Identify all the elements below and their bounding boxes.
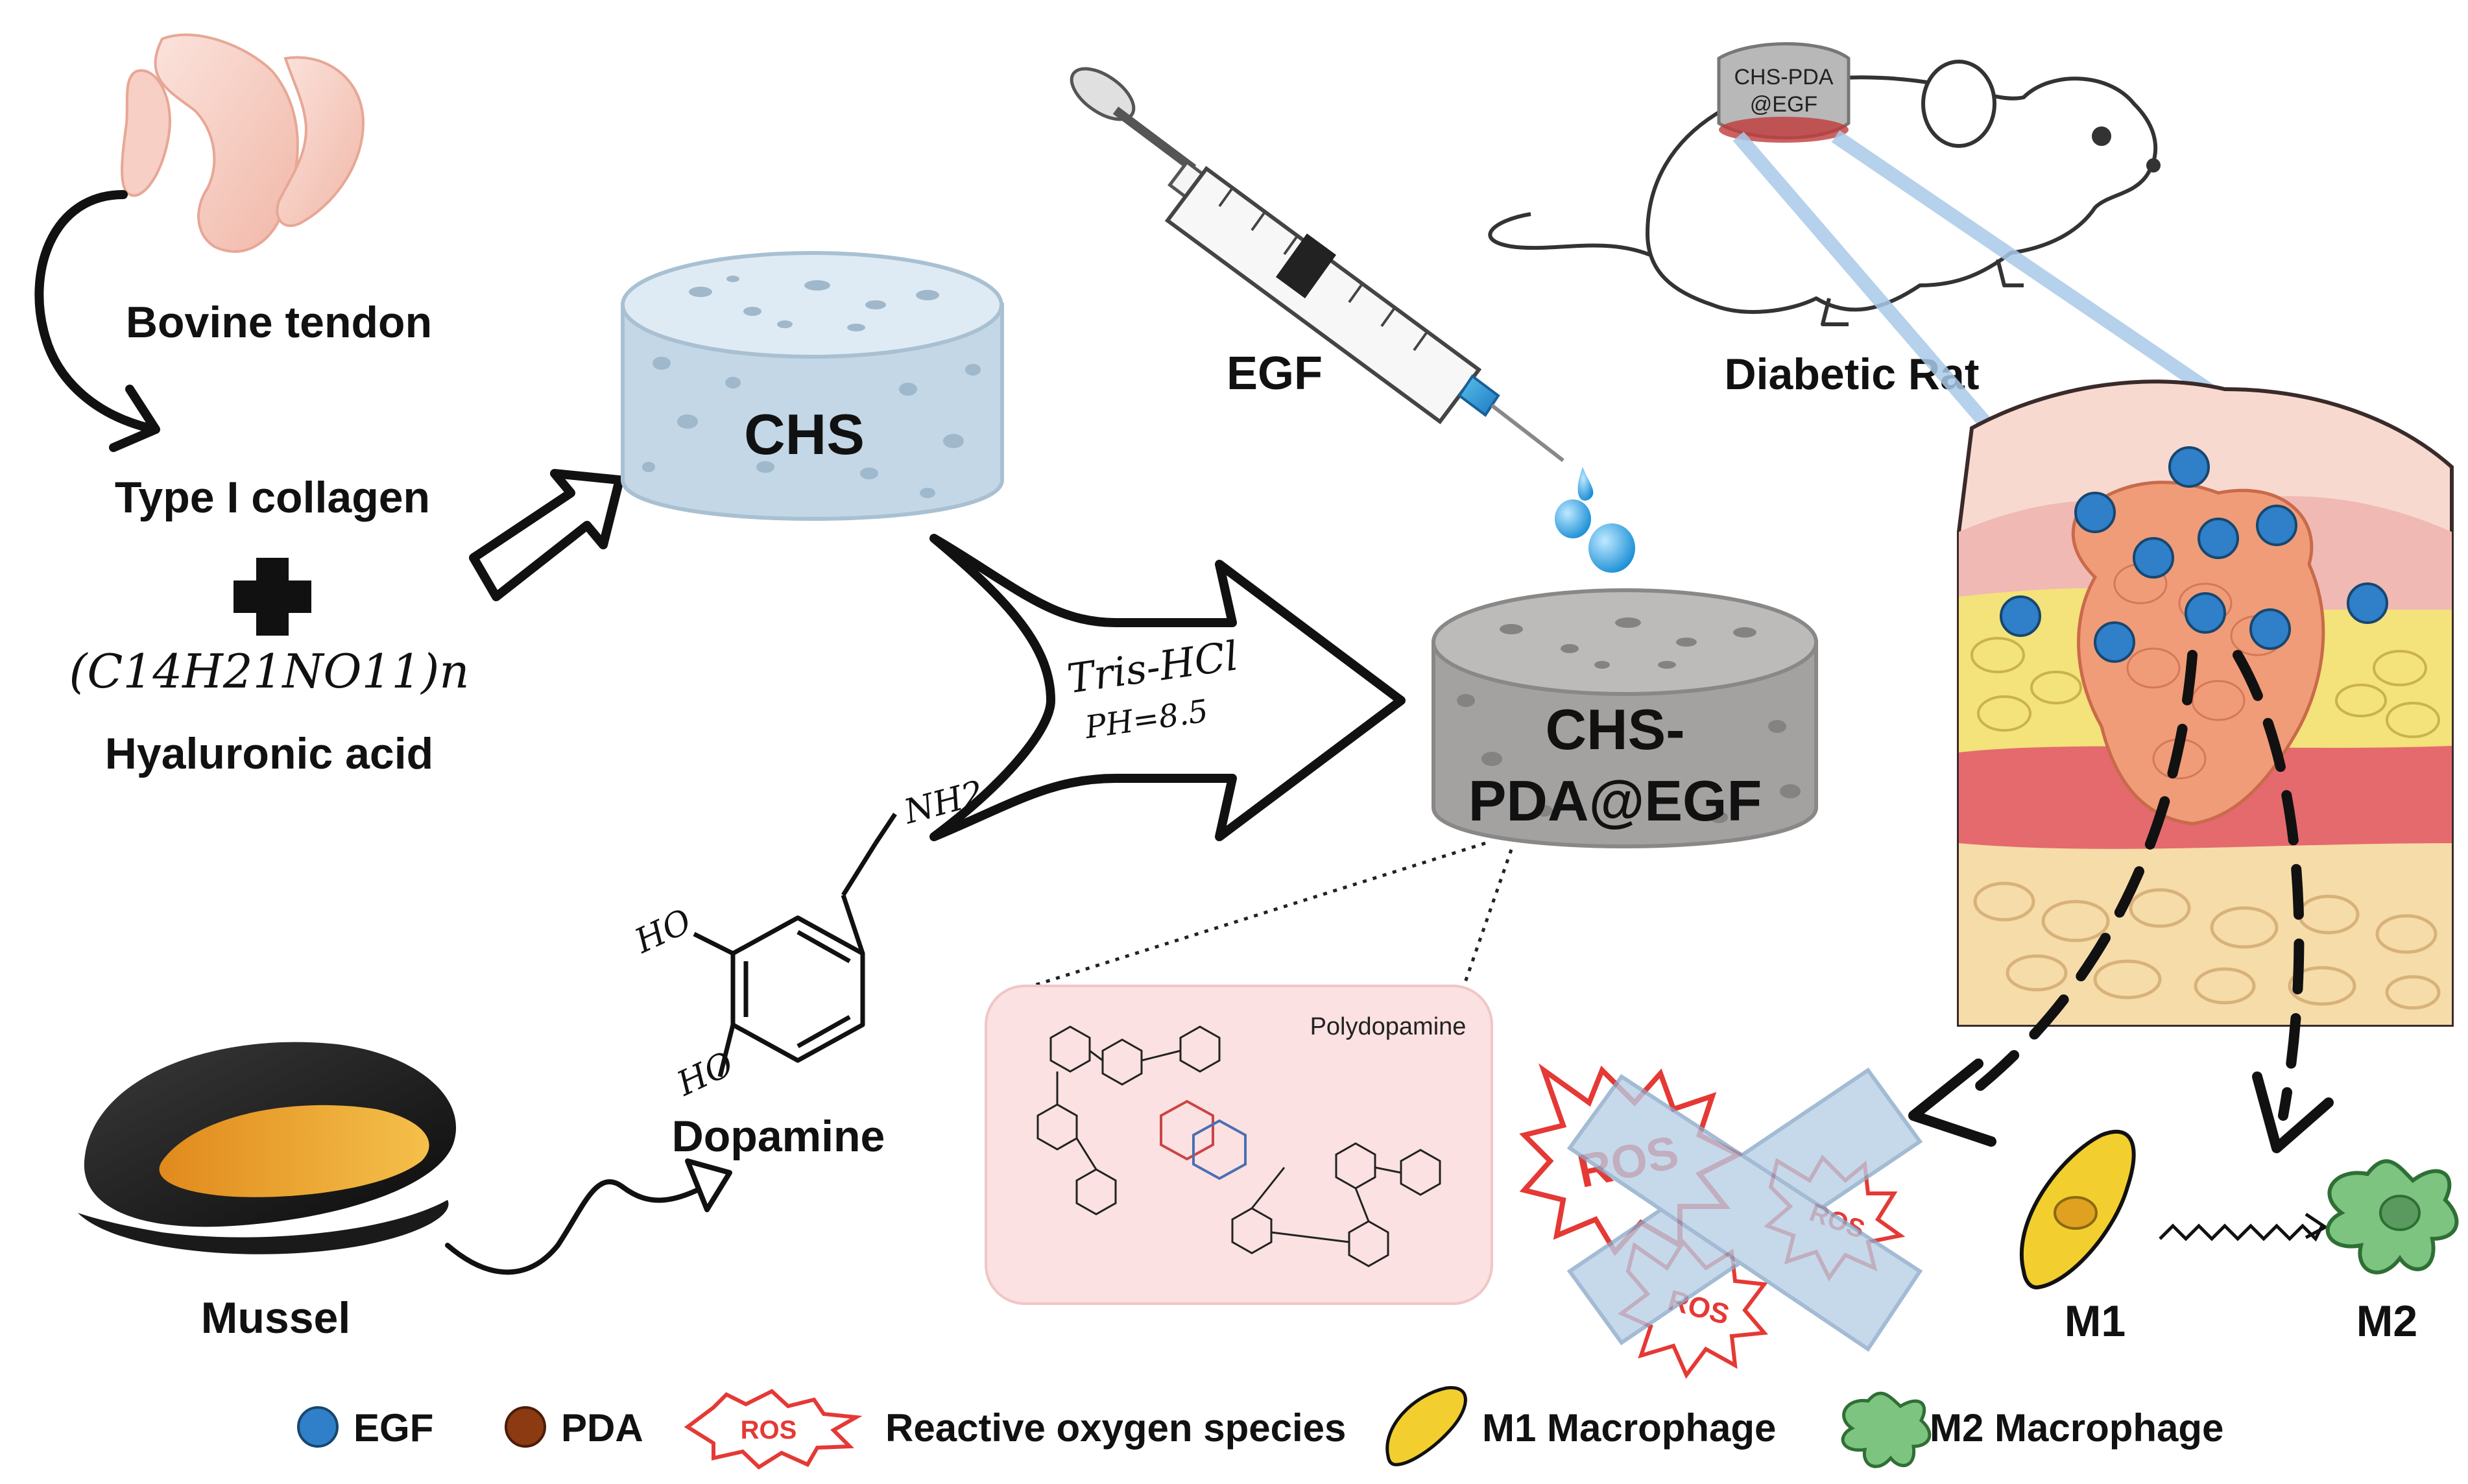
- product-label-line2: PDA@EGF: [1468, 769, 1762, 833]
- label-egf-syringe: EGF: [1227, 348, 1323, 400]
- curved-arrow-tendon-to-collagen: [34, 190, 154, 433]
- polydopamine-label: Polydopamine: [1310, 1013, 1467, 1040]
- chs-scaffold: [621, 251, 1004, 521]
- wound-tissue: [1957, 379, 2454, 1027]
- plus-icon: [234, 558, 311, 636]
- legend-item-ros: ROS Reactive oxygen species: [684, 1389, 1346, 1470]
- m1-macrophage: [2019, 1129, 2136, 1290]
- legend-item-pda: PDA: [505, 1406, 643, 1450]
- syringe-illustration: [1070, 67, 1564, 462]
- polydopamine-panel: [985, 985, 1493, 1305]
- dopamine-structure: [693, 813, 897, 1077]
- label-mussel: Mussel: [201, 1293, 351, 1343]
- legend-label-ros: Reactive oxygen species: [885, 1406, 1346, 1450]
- ros-burst-icon: [684, 1389, 863, 1470]
- legend-label-egf: EGF: [353, 1406, 433, 1450]
- wavy-arrow-mussel-to-dopamine: [445, 1171, 729, 1275]
- label-chs: CHS: [744, 402, 865, 466]
- rat-patch-label-line2: @EGF: [1750, 92, 1817, 117]
- legend-item-m2: M2 Macrophage: [1841, 1391, 2223, 1468]
- egf-particles-wound: [2000, 446, 2388, 663]
- egf-dot-icon: [297, 1406, 339, 1448]
- label-hyaluronic-acid: Hyaluronic acid: [105, 729, 433, 778]
- label-bovine-tendon: Bovine tendon: [126, 298, 432, 347]
- mussel-illustration: [78, 1042, 457, 1254]
- dashed-arrows-wound: [1954, 650, 2305, 1121]
- arrowhead-dopamine: [685, 1158, 732, 1212]
- hollow-arrow-reaction: [929, 534, 1406, 841]
- arrowhead-to-ros: [1908, 1059, 1996, 1147]
- dopamine-ho-top: HO: [629, 902, 697, 961]
- egf-drops-icon: [1555, 467, 1635, 573]
- hollow-arrow-to-chs: [469, 469, 624, 601]
- polarization-arrow: [2159, 1223, 2324, 1242]
- formula-hyaluronic: (C14H21NO11)n: [69, 644, 469, 699]
- elimination-cross: [1566, 1067, 1923, 1352]
- product-label-line1: CHS-: [1545, 697, 1684, 761]
- legend-ros-icon-text: ROS: [741, 1416, 797, 1444]
- legend-label-m1: M1 Macrophage: [1482, 1406, 1776, 1450]
- rat-patch: [1717, 42, 1851, 143]
- callout-lines: [1011, 841, 1513, 999]
- legend-label-m2: M2 Macrophage: [1930, 1406, 2223, 1450]
- bovine-tendon-illustration: [121, 33, 365, 253]
- arrowhead-tendon: [109, 385, 160, 452]
- legend: EGF PDA ROS Reactive oxygen species M1 M…: [297, 1386, 2223, 1470]
- polarization-arrowhead: [2305, 1212, 2329, 1239]
- rat-patch-label-line1: CHS-PDA: [1734, 65, 1833, 90]
- label-dopamine: Dopamine: [672, 1112, 885, 1161]
- label-type1-collagen: Type I collagen: [115, 473, 430, 522]
- legend-label-pda: PDA: [561, 1406, 643, 1450]
- dopamine-ho-bottom: HO: [671, 1044, 739, 1104]
- m2-macrophage-icon: [1841, 1391, 1932, 1468]
- pda-dot-icon: [505, 1406, 546, 1448]
- arrowhead-to-macrophage: [2252, 1071, 2334, 1153]
- m2-macrophage: [2325, 1159, 2459, 1275]
- legend-item-egf: EGF: [297, 1406, 433, 1450]
- m1-macrophage-icon: [1385, 1386, 1467, 1466]
- legend-item-m1: M1 Macrophage: [1385, 1386, 1776, 1466]
- product-scaffold: [1432, 588, 1818, 848]
- label-m1: M1: [2065, 1297, 2126, 1346]
- label-m2: M2: [2356, 1297, 2417, 1346]
